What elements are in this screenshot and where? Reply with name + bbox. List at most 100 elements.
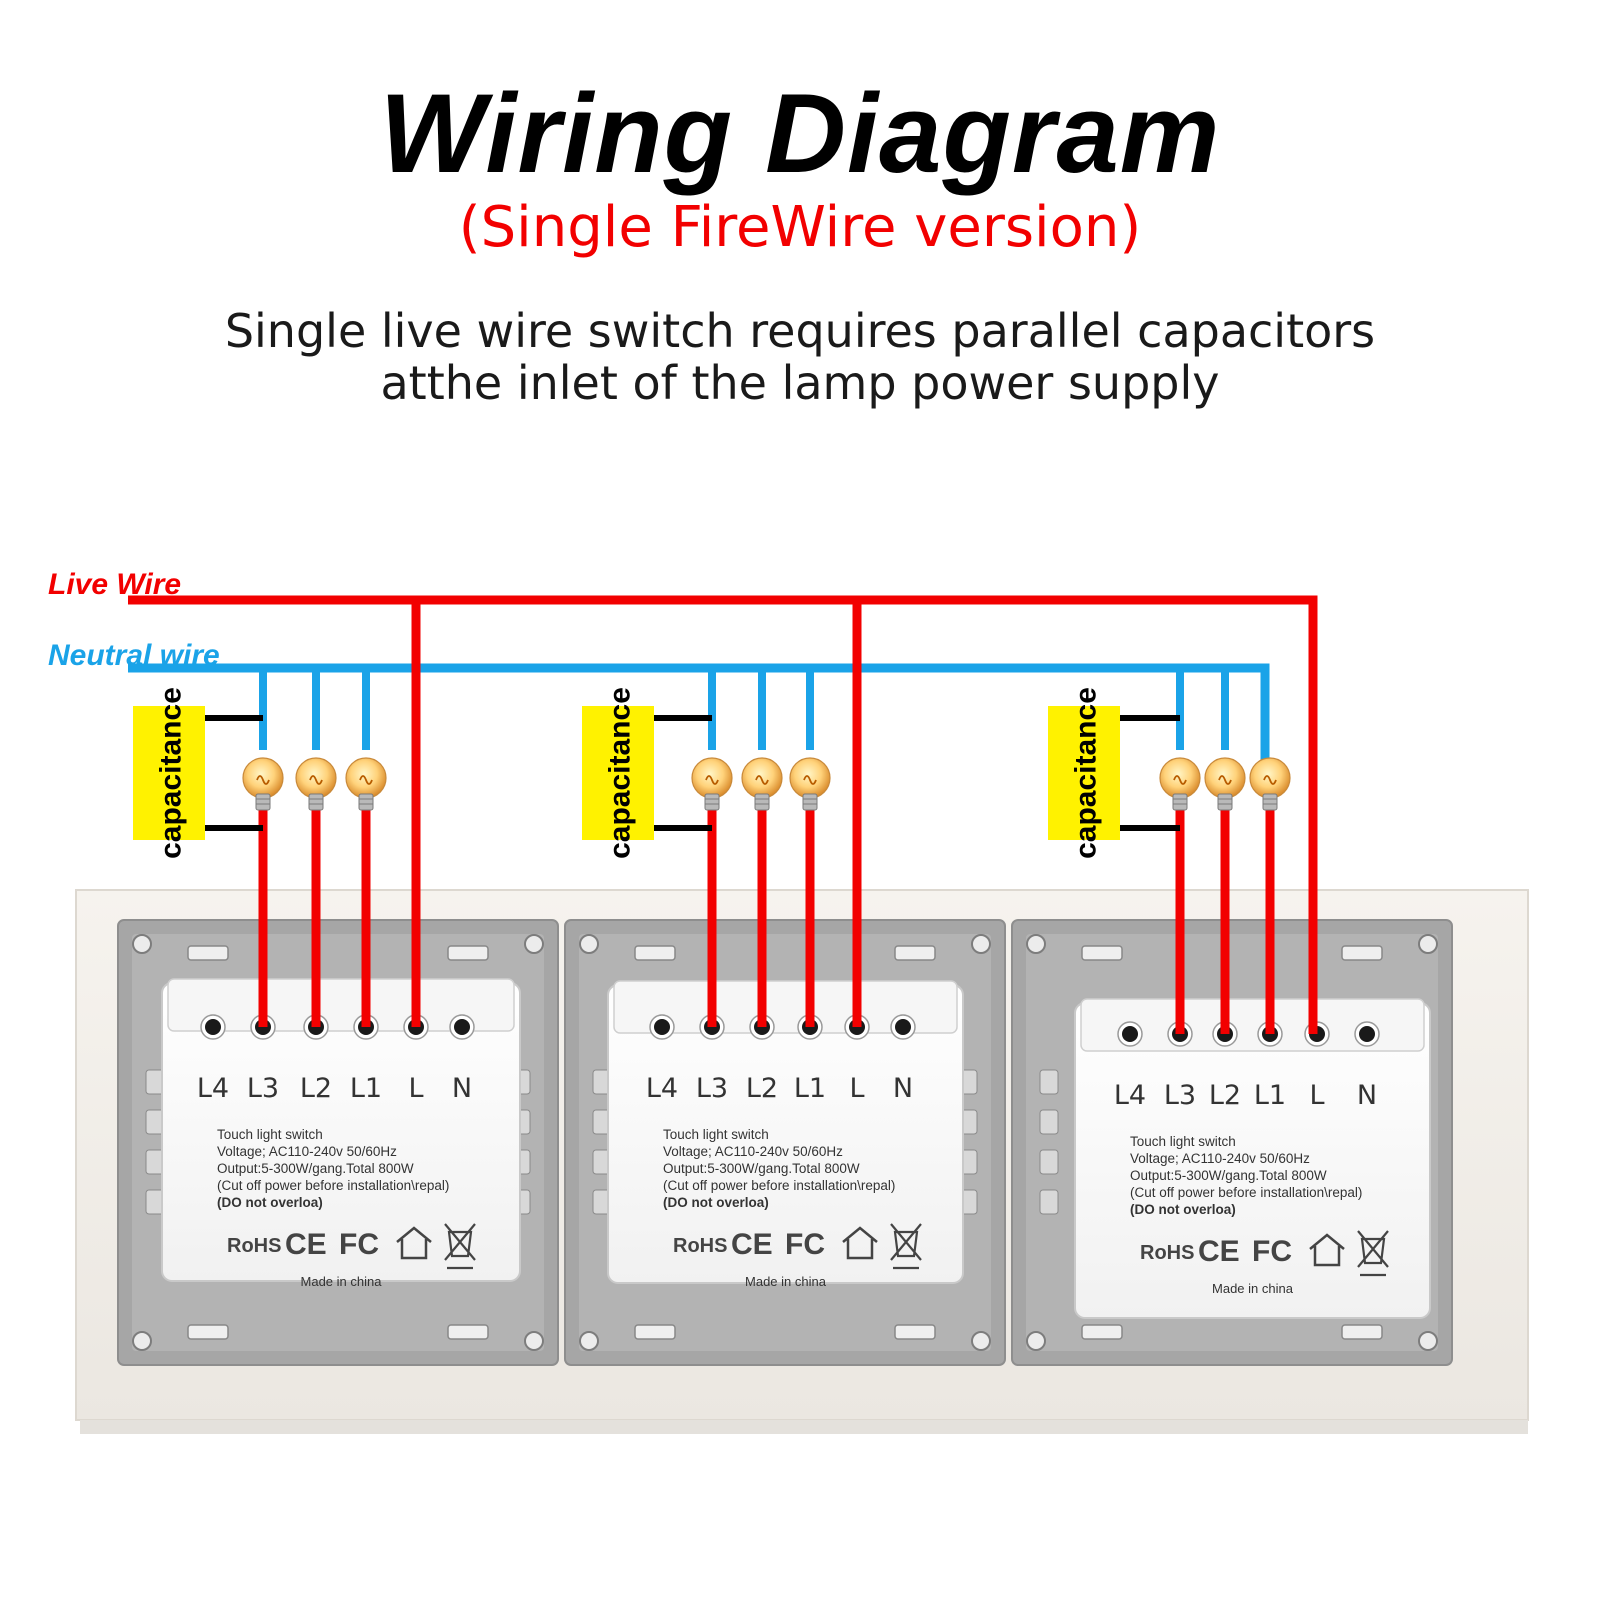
made-in-label: Made in china [745, 1274, 827, 1289]
terminal-screw-hole [205, 1019, 221, 1035]
frame-slot [894, 1324, 936, 1340]
frame-tab [1039, 1109, 1059, 1135]
terminal-screw-hole [654, 1019, 670, 1035]
frame-slot [447, 1324, 489, 1340]
made-in-label: Made in china [1212, 1281, 1294, 1296]
capacitor-3: capacitance [1048, 687, 1120, 859]
fc-mark: FC [339, 1228, 379, 1261]
crossed-bin-icon [444, 1223, 476, 1270]
terminal-label-l3: L3 [1164, 1080, 1196, 1111]
neutral-wire-label: Neutral wire [48, 639, 220, 672]
light-bulb-icon [789, 757, 831, 811]
bulb-filament [309, 775, 323, 785]
lamps-layer [242, 757, 1291, 811]
terminal-label-l4: L4 [197, 1073, 229, 1104]
terminal-label-l1: L1 [1254, 1080, 1286, 1111]
ce-mark: CE [1198, 1235, 1240, 1268]
neutral-wire-main [128, 663, 1270, 760]
capacitor-label: capacitance [604, 687, 637, 859]
crossed-bin-icon [890, 1223, 922, 1270]
mounting-hole [1418, 934, 1438, 954]
light-bulb-icon [242, 757, 284, 811]
live-wire-main [128, 595, 1318, 1034]
terminal-label-l: L [849, 1073, 864, 1104]
bulb-base [358, 793, 374, 811]
mounting-hole [1026, 1331, 1046, 1351]
light-bulb-icon [741, 757, 783, 811]
bulb-filament [359, 775, 373, 785]
terminal-label-l2: L2 [300, 1073, 332, 1104]
rohs-mark: RoHS [1140, 1242, 1194, 1264]
frame-slot [1081, 945, 1123, 961]
terminal-label-n: N [1357, 1080, 1377, 1111]
crossed-bin-icon [1357, 1230, 1389, 1277]
terminal-block [1080, 998, 1425, 1052]
module-info-line-2: Voltage; AC110-240v 50/60Hz [217, 1144, 397, 1159]
module-info-line-4: (Cut off power before installation\repal… [217, 1178, 449, 1193]
description-line-2: atthe inlet of the lamp power supply [380, 356, 1220, 410]
mounting-hole [1026, 934, 1046, 954]
mounting-hole [971, 1331, 991, 1351]
frame-slot [634, 945, 676, 961]
frame-slot [1081, 1324, 1123, 1340]
terminal-label-n: N [452, 1073, 472, 1104]
live-wire-label: Live Wire [48, 568, 181, 601]
frame-slot [1341, 945, 1383, 961]
rohs-mark: RoHS [227, 1235, 281, 1257]
light-bulb-icon [1249, 757, 1291, 811]
light-bulb-icon [1204, 757, 1246, 811]
mounting-hole [579, 1331, 599, 1351]
bulb-base [1217, 793, 1233, 811]
bulb-filament [705, 775, 719, 785]
rohs-mark: RoHS [673, 1235, 727, 1257]
light-bulb-icon [345, 757, 387, 811]
wires-layer [128, 595, 1318, 1034]
terminal-screw-hole [454, 1019, 470, 1035]
fc-mark: FC [785, 1228, 825, 1261]
module-info-line-3: Output:5-300W/gang.Total 800W [1130, 1168, 1327, 1183]
terminal-label-l: L [1309, 1080, 1324, 1111]
module-info-line-5: (DO not overloa) [1130, 1202, 1236, 1217]
bulb-filament [1263, 775, 1277, 785]
made-in-label: Made in china [301, 1274, 383, 1289]
bulb-filament [1173, 775, 1187, 785]
module-info-line-5: (DO not overloa) [663, 1195, 769, 1210]
mounting-hole [524, 934, 544, 954]
frame-slot [1341, 1324, 1383, 1340]
frame-slot [187, 945, 229, 961]
bulb-base [308, 793, 324, 811]
capacitor-label: capacitance [1070, 687, 1103, 859]
terminal-screw-hole [1359, 1026, 1375, 1042]
frame-tab [1039, 1189, 1059, 1215]
terminal-label-l1: L1 [794, 1073, 826, 1104]
bulb-base [704, 793, 720, 811]
module-info-line-1: Touch light switch [1130, 1134, 1236, 1149]
module-info-line-1: Touch light switch [663, 1127, 769, 1142]
module-info-line-3: Output:5-300W/gang.Total 800W [663, 1161, 860, 1176]
terminal-block [613, 980, 958, 1034]
mounting-hole [524, 1331, 544, 1351]
module-info-line-2: Voltage; AC110-240v 50/60Hz [1130, 1151, 1310, 1166]
module-info-line-3: Output:5-300W/gang.Total 800W [217, 1161, 414, 1176]
ce-mark: CE [285, 1228, 327, 1261]
terminal-screw-hole [1122, 1026, 1138, 1042]
module-info-line-4: (Cut off power before installation\repal… [663, 1178, 895, 1193]
house-icon [842, 1226, 878, 1260]
terminal-label-l3: L3 [696, 1073, 728, 1104]
terminal-screw-hole [895, 1019, 911, 1035]
bulb-base [255, 793, 271, 811]
page-subtitle: (Single FireWire version) [458, 195, 1142, 260]
capacitor-body [1048, 706, 1120, 840]
description: Single live wire switch requires paralle… [0, 305, 1600, 409]
module-info-line-2: Voltage; AC110-240v 50/60Hz [663, 1144, 843, 1159]
description-line-1: Single live wire switch requires paralle… [224, 304, 1376, 358]
bulb-filament [256, 775, 270, 785]
terminal-label-l: L [408, 1073, 423, 1104]
wall-plate-shadow [80, 1420, 1528, 1434]
